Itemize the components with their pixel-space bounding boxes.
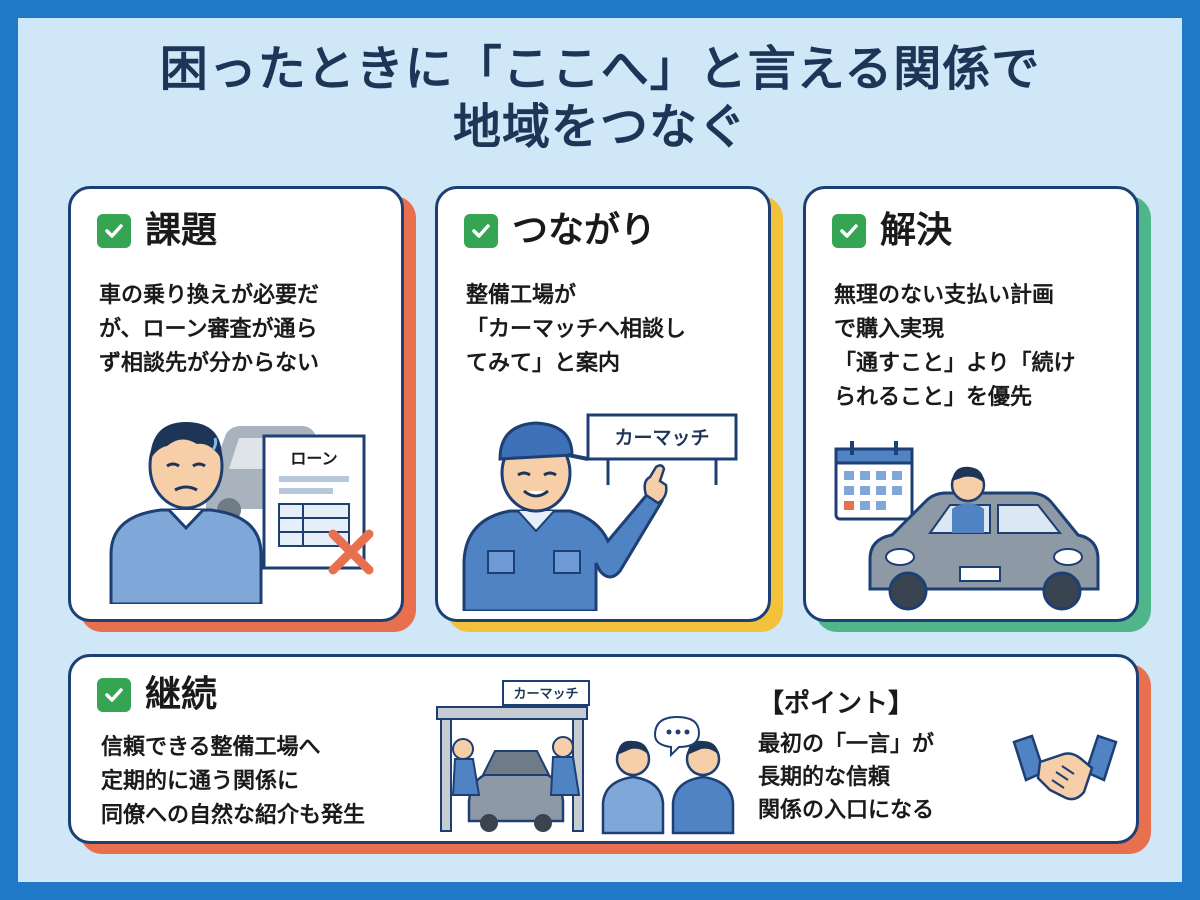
card-continuation-text: 信頼できる整備工場へ 定期的に通う関係に 同僚への自然な紹介も発生 [101, 731, 365, 833]
card-issue-line: ず相談先が分からない [99, 351, 320, 376]
check-icon [832, 214, 866, 248]
card-solution: 解決 無理のない支払い計画 で購入実現 「通すこと」より「続け られること」を優… [803, 186, 1139, 622]
card-solution-line: られること」を優先 [834, 385, 1033, 410]
worried-person-illustration: ローン [109, 422, 374, 604]
card-solution-line: で購入実現 [834, 317, 945, 342]
carmatch-sign-icon: カーマッチ [586, 413, 738, 485]
card-issue-line: 車の乗り換えが必要だ [99, 283, 320, 308]
point-heading: 【ポイント】 [758, 689, 915, 719]
check-icon [464, 214, 498, 248]
card-solution-title: 解決 [880, 210, 953, 251]
card-solution-line: 「通すこと」より「続け [834, 351, 1076, 376]
check-icon [97, 678, 131, 712]
title-line-2: 地域をつなぐ [452, 99, 747, 155]
card-connection-header: つながり [464, 211, 656, 251]
car-purchase-illustration [834, 441, 1100, 611]
title-line-1: 困ったときに「ここへ」と言える関係で [159, 41, 1041, 97]
point-line: 関係の入口になる [758, 798, 935, 823]
page-title: 困ったときに「ここへ」と言える関係で 地域をつなぐ [0, 40, 1200, 156]
card-connection-text: 整備工場が 「カーマッチへ相談し てみて」と案内 [466, 279, 686, 381]
cross-icon [328, 529, 374, 575]
card-issue-text: 車の乗り換えが必要だ が、ローン審査が通ら ず相談先が分からない [99, 279, 319, 381]
point-line: 長期的な信頼 [758, 765, 891, 790]
garage-sign-label: カーマッチ [513, 687, 578, 702]
card-continuation-header: 継続 [97, 675, 217, 715]
point-text: 最初の「一言」が 長期的な信頼 関係の入口になる [758, 728, 934, 827]
card-issue-header: 課題 [97, 211, 217, 251]
card-continuation: 継続 信頼できる整備工場へ 定期的に通う関係に 同僚への自然な紹介も発生 カーマ… [68, 654, 1139, 844]
card-connection-title: つながり [512, 210, 657, 251]
card-continuation-title: 継続 [145, 674, 218, 715]
card-solution-header: 解決 [832, 211, 952, 251]
person-icon [109, 422, 263, 604]
card-solution-line: 無理のない支払い計画 [834, 283, 1055, 308]
card-connection: つながり 整備工場が 「カーマッチへ相談し てみて」と案内 カーマッチ [435, 186, 771, 622]
card-issue: 課題 車の乗り換えが必要だ が、ローン審査が通ら ず相談先が分からない ローン [68, 186, 404, 622]
mechanic-illustration: カーマッチ [462, 413, 738, 611]
card-connection-line: 「カーマッチへ相談し [466, 317, 687, 342]
card-solution-text: 無理のない支払い計画 で購入実現 「通すこと」より「続け られること」を優先 [834, 279, 1076, 415]
handshake-icon [1012, 734, 1118, 801]
card-continuation-line: 同僚への自然な紹介も発生 [101, 803, 366, 828]
card-connection-line: 整備工場が [466, 283, 577, 308]
garage-icon: カーマッチ [436, 680, 590, 832]
check-icon [97, 214, 131, 248]
card-continuation-line: 信頼できる整備工場へ [101, 735, 321, 760]
loan-document-label: ローン [290, 449, 337, 468]
card-issue-line: が、ローン審査が通ら [99, 317, 318, 342]
colleagues-icon [601, 715, 735, 835]
card-issue-title: 課題 [145, 210, 218, 251]
card-continuation-line: 定期的に通う関係に [101, 769, 300, 794]
mechanic-icon [462, 421, 668, 611]
calendar-icon [834, 441, 914, 521]
carmatch-sign-label: カーマッチ [614, 427, 709, 449]
garage-illustration: カーマッチ [436, 680, 735, 835]
point-line: 最初の「一言」が [758, 732, 935, 757]
car-icon [868, 466, 1100, 611]
card-connection-line: てみて」と案内 [466, 351, 621, 376]
